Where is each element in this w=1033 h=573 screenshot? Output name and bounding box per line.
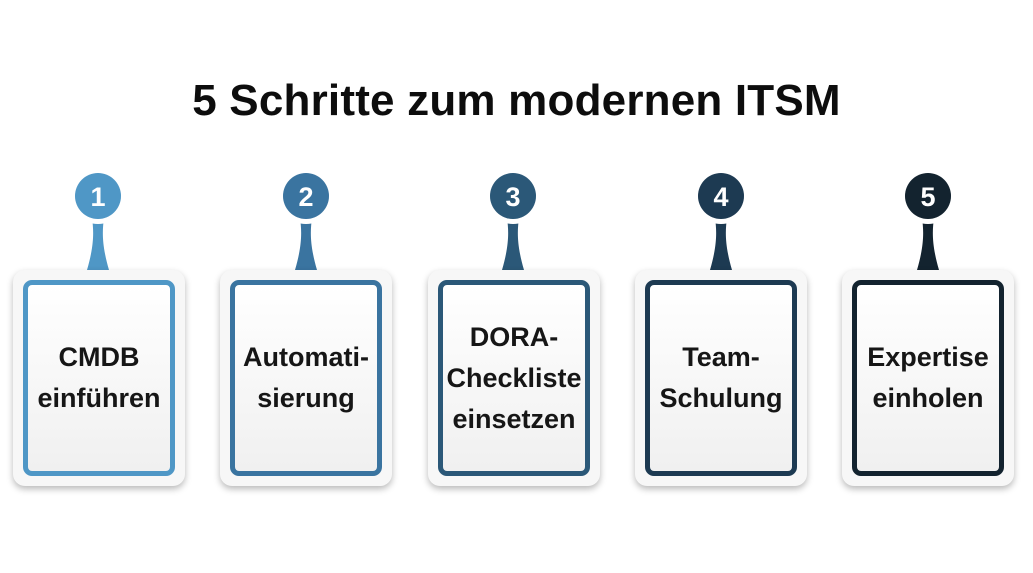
step-number: 4 xyxy=(713,182,728,212)
step-marker-4 xyxy=(698,173,744,219)
step-label: Automati- sierung xyxy=(243,342,369,413)
step-connector xyxy=(710,218,732,270)
step-card-frame: CMDB einführen xyxy=(23,280,175,476)
step-label: Team- Schulung xyxy=(659,342,783,413)
step-marker-2 xyxy=(283,173,329,219)
step-card-frame: Expertise einholen xyxy=(852,280,1004,476)
step-marker-1 xyxy=(75,173,121,219)
step-marker-3 xyxy=(490,173,536,219)
step-card-frame: Automati- sierung xyxy=(230,280,382,476)
step-connector xyxy=(295,218,317,270)
step-label: DORA- Checkliste einsetzen xyxy=(446,321,582,434)
step-card-frame: Team- Schulung xyxy=(645,280,797,476)
step-label: Expertise einholen xyxy=(867,342,989,413)
step-marker-5 xyxy=(905,173,951,219)
step-connector xyxy=(917,218,939,270)
step-connector xyxy=(87,218,109,270)
step-card-3: DORA- Checkliste einsetzen xyxy=(428,270,600,486)
step-card-frame: DORA- Checkliste einsetzen xyxy=(438,280,590,476)
step-number: 3 xyxy=(505,182,520,212)
step-card-1: CMDB einführen xyxy=(13,270,185,486)
step-card-5: Expertise einholen xyxy=(842,270,1014,486)
step-connector xyxy=(502,218,524,270)
step-number: 5 xyxy=(920,182,935,212)
step-card-4: Team- Schulung xyxy=(635,270,807,486)
step-number: 2 xyxy=(298,182,313,212)
step-card-2: Automati- sierung xyxy=(220,270,392,486)
step-label: CMDB einführen xyxy=(37,342,161,413)
step-number: 1 xyxy=(90,182,105,212)
diagram-title: 5 Schritte zum modernen ITSM xyxy=(192,76,841,125)
